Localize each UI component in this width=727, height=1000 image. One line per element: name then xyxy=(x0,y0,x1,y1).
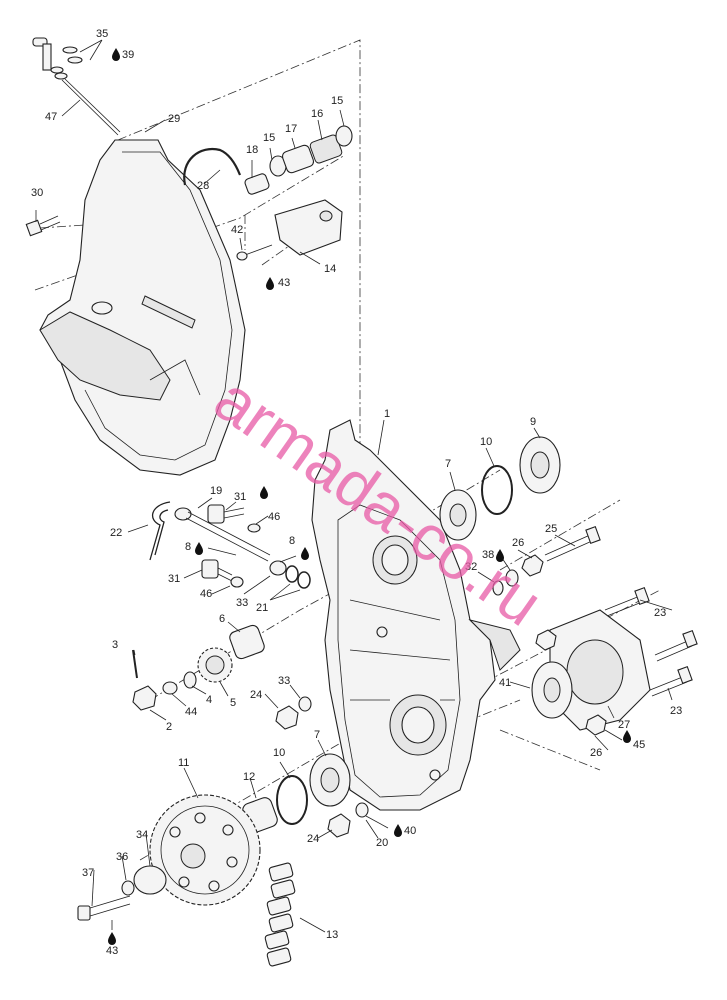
nuts-24-33 xyxy=(275,696,369,838)
callout-19: 19 xyxy=(210,485,222,497)
callout-24a: 24 xyxy=(250,689,262,701)
callout-41: 41 xyxy=(499,677,511,689)
chain-13 xyxy=(264,862,296,967)
callout-26a: 26 xyxy=(512,537,524,549)
callout-18: 18 xyxy=(246,144,258,156)
callout-12: 12 xyxy=(243,771,255,783)
callout-27: 27 xyxy=(618,719,630,731)
chaincase-housing-1 xyxy=(311,419,521,811)
chaincase-cover-29 xyxy=(39,139,246,476)
callout-1: 1 xyxy=(384,408,390,420)
callout-13: 13 xyxy=(326,929,338,941)
cotter-pin-22 xyxy=(149,501,171,561)
leader-lines xyxy=(35,39,673,933)
bolt-30 xyxy=(25,215,61,237)
callout-42: 42 xyxy=(231,224,243,236)
callout-20: 20 xyxy=(376,837,388,849)
callout-6: 6 xyxy=(219,613,225,625)
callout-3: 3 xyxy=(112,639,118,651)
callout-17: 17 xyxy=(285,123,297,135)
callout-23a: 23 xyxy=(654,607,666,619)
callout-46b: 46 xyxy=(200,588,212,600)
callout-34: 34 xyxy=(136,829,148,841)
callout-5: 5 xyxy=(230,697,236,709)
tensioner-block-14 xyxy=(236,199,343,261)
callout-10a: 10 xyxy=(480,436,492,448)
callout-45: 45 xyxy=(633,739,645,751)
callout-46a: 46 xyxy=(268,511,280,523)
callout-8a: 8 xyxy=(185,541,191,553)
upper-bearing-stack xyxy=(439,436,561,541)
callout-26b: 26 xyxy=(590,747,602,759)
callout-23b: 23 xyxy=(670,705,682,717)
tensioner-bearings xyxy=(244,125,353,195)
callout-35: 35 xyxy=(96,28,108,40)
callout-4: 4 xyxy=(206,694,212,706)
callout-32: 32 xyxy=(465,561,477,573)
callout-47: 47 xyxy=(45,111,57,123)
callout-9: 9 xyxy=(530,416,536,428)
callout-21: 21 xyxy=(256,602,268,614)
callout-30: 30 xyxy=(31,187,43,199)
callout-24b: 24 xyxy=(307,833,319,845)
callout-44: 44 xyxy=(185,706,197,718)
adjuster-bolt-25 xyxy=(492,526,601,596)
dipstick-assembly xyxy=(32,37,121,136)
callout-33b: 33 xyxy=(278,675,290,687)
callout-40: 40 xyxy=(404,825,416,837)
callout-11: 11 xyxy=(178,757,189,769)
callout-22: 22 xyxy=(110,527,122,539)
callout-31b: 31 xyxy=(168,573,180,585)
callout-37: 37 xyxy=(82,867,94,879)
callout-15a: 15 xyxy=(263,132,275,144)
callout-43a: 43 xyxy=(278,277,290,289)
lower-sprocket-group xyxy=(77,753,351,921)
callout-14: 14 xyxy=(324,263,336,275)
callout-25: 25 xyxy=(545,523,557,535)
callout-8b: 8 xyxy=(289,535,295,547)
seal-wire-28 xyxy=(183,147,242,186)
upper-sprocket-group xyxy=(132,624,265,711)
callout-39: 39 xyxy=(122,49,134,61)
bolt-19-group xyxy=(174,504,311,589)
callout-36: 36 xyxy=(116,851,128,863)
callout-2: 2 xyxy=(166,721,172,733)
callout-28: 28 xyxy=(197,180,209,192)
callout-10b: 10 xyxy=(273,747,285,759)
callout-38: 38 xyxy=(482,549,494,561)
callout-33a: 33 xyxy=(236,597,248,609)
callout-29: 29 xyxy=(168,113,180,125)
callout-15b: 15 xyxy=(331,95,343,107)
callout-16: 16 xyxy=(311,108,323,120)
callout-7a: 7 xyxy=(445,458,451,470)
callout-labels: 35 39 47 29 30 28 18 15 17 16 15 42 43 1… xyxy=(31,28,682,957)
callout-7b: 7 xyxy=(314,729,320,741)
callout-43b: 43 xyxy=(106,945,118,957)
callout-31a: 31 xyxy=(234,491,246,503)
bearing-plate-27 xyxy=(531,587,698,736)
